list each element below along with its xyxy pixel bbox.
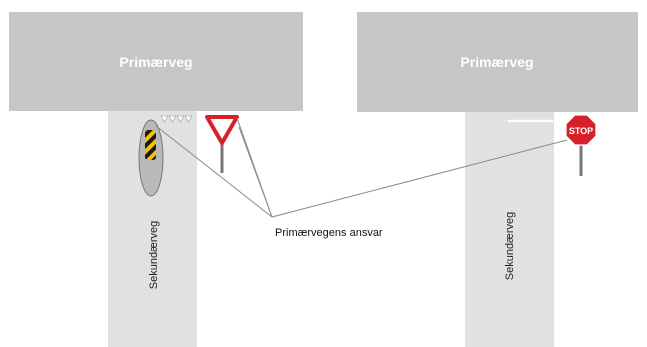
callout-label: Primærvegens ansvar [275,227,383,239]
callout-leader-lines [155,117,568,218]
stop-sign-text: STOP [569,126,593,136]
leader-to-yield-post [238,126,273,218]
stop-sign: STOP [565,114,597,176]
yield-sign [205,115,239,173]
right-intersection: Primærveg Sekundærveg STOP [357,12,638,347]
left-secondary-road-label: Sekundærveg [148,221,160,290]
right-secondary-road [465,110,554,347]
right-primary-road [357,12,638,112]
keep-right-bollard [145,130,156,160]
left-intersection: Primærveg Sekundærveg [9,12,303,347]
left-primary-road-label: Primærveg [119,54,192,70]
left-primary-road [9,12,303,111]
leader-to-stop-sign [271,139,568,218]
right-primary-road-label: Primærveg [460,54,533,70]
give-way-markings [160,115,193,123]
leader-to-island [155,125,273,218]
right-secondary-road-label: Sekundærveg [504,212,516,281]
